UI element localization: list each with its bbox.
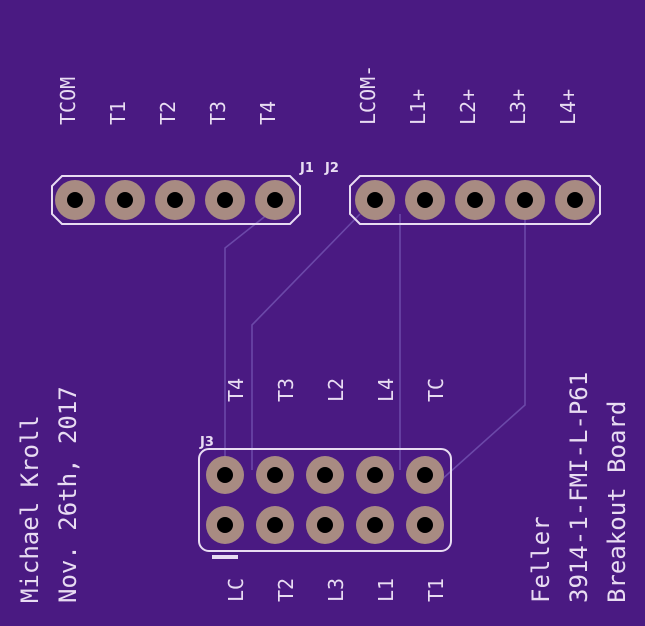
j2-outline	[349, 175, 601, 225]
pad	[105, 180, 145, 220]
j2-pin-label: L4+	[556, 89, 580, 125]
j3-bottom-label: L3	[324, 578, 348, 602]
j2-pin-labels: LCOM- L1+ L2+ L3+ L4+	[356, 65, 580, 125]
trace-l3	[429, 214, 526, 491]
pad	[205, 180, 245, 220]
traces	[224, 213, 526, 491]
board-title-line1: Feller	[527, 516, 555, 603]
pad	[256, 506, 294, 544]
pad	[406, 456, 444, 494]
j3-designator: J3	[199, 435, 214, 450]
j3-bottom-label: LC	[224, 578, 248, 602]
j1-outline	[51, 175, 301, 225]
j2-pin-label: L2+	[456, 89, 480, 125]
j3-outline	[198, 448, 452, 552]
pad	[256, 456, 294, 494]
j3-top-label: L4	[374, 378, 398, 402]
trace-t4	[224, 213, 269, 470]
pad	[155, 180, 195, 220]
j2-pin-label: L1+	[406, 89, 430, 125]
pad	[306, 506, 344, 544]
j1-pin-label: T4	[256, 101, 280, 125]
board-title-line2: 3914-1-FMI-L-P61	[565, 372, 593, 603]
j3-bottom-label: T2	[274, 578, 298, 602]
pad	[355, 180, 395, 220]
j2-designator: J2	[324, 161, 339, 176]
j3-pads	[206, 456, 444, 544]
j3-bottom-label: T1	[424, 578, 448, 602]
pad	[356, 506, 394, 544]
j2-pads	[355, 180, 595, 220]
j1-designator: J1	[299, 161, 314, 176]
j1-pads	[55, 180, 295, 220]
j2-pin-label: LCOM-	[356, 65, 380, 125]
pad	[206, 456, 244, 494]
j3-top-labels: T4 T3 L2 L4 TC	[224, 378, 448, 402]
pad	[206, 506, 244, 544]
j3-top-label: T3	[274, 378, 298, 402]
j2-pin-label: L3+	[506, 89, 530, 125]
j3-bottom-labels: LC T2 L3 L1 T1	[224, 578, 448, 602]
pad	[255, 180, 295, 220]
j1-pin-labels: TCOM T1 T2 T3 T4	[56, 77, 280, 125]
pad	[405, 180, 445, 220]
pad	[356, 456, 394, 494]
trace-lcom	[251, 213, 361, 470]
board-title-line3: Breakout Board	[603, 401, 631, 603]
pad	[555, 180, 595, 220]
pad	[505, 180, 545, 220]
author-name: Michael Kroll	[16, 415, 44, 603]
pad	[455, 180, 495, 220]
j3-top-label: T4	[224, 378, 248, 402]
j1-pin-label: TCOM	[56, 77, 80, 125]
j3-top-label: L2	[324, 378, 348, 402]
j3-bottom-label: L1	[374, 578, 398, 602]
j1-pin-label: T1	[106, 101, 130, 125]
credits: Michael Kroll Nov. 26th, 2017	[16, 386, 82, 603]
pad	[55, 180, 95, 220]
pad	[306, 456, 344, 494]
design-date: Nov. 26th, 2017	[54, 386, 82, 603]
pad	[406, 506, 444, 544]
j3-top-label: TC	[424, 378, 448, 402]
board-title: Feller 3914-1-FMI-L-P61 Breakout Board	[527, 372, 631, 603]
j1-pin-label: T2	[156, 101, 180, 125]
j1-pin-label: T3	[206, 101, 230, 125]
